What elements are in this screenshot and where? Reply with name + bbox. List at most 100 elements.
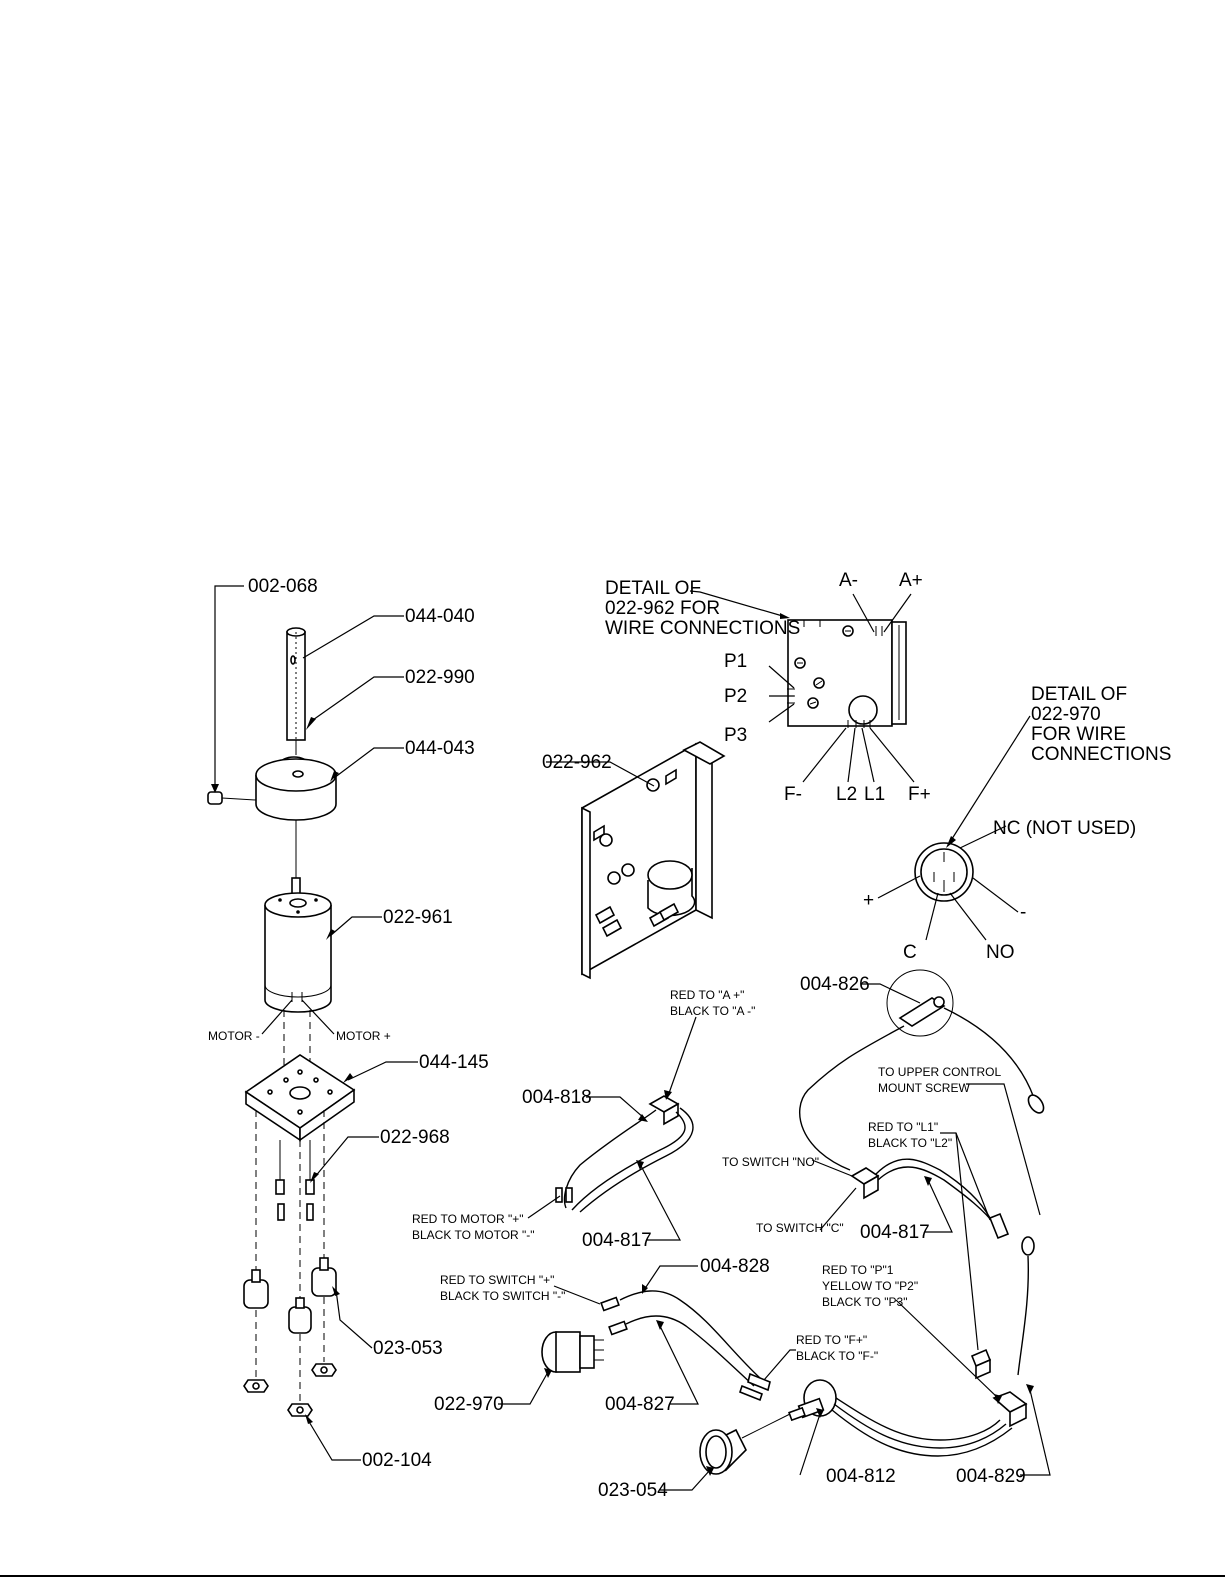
label-002-068: 002-068 xyxy=(248,576,318,597)
terminal-f-minus: F- xyxy=(784,784,802,805)
left-leaders xyxy=(211,585,418,1461)
board-detail-022-962 xyxy=(787,619,907,728)
leader-switch-no xyxy=(811,1159,853,1177)
leader-red-motor xyxy=(527,1195,561,1219)
label-023-053: 023-053 xyxy=(373,1338,443,1359)
label-044-145: 044-145 xyxy=(419,1052,489,1073)
leader-004-827 xyxy=(659,1325,699,1405)
switch-c: C xyxy=(903,942,917,963)
leader-004-829 xyxy=(1020,1389,1051,1476)
label-023-054: 023-054 xyxy=(598,1480,668,1501)
label-022-961: 022-961 xyxy=(383,907,453,928)
switch-minus: - xyxy=(1020,902,1026,923)
leader-004-818 xyxy=(586,1096,645,1119)
label-004-826: 004-826 xyxy=(800,974,870,995)
detail-board-title-1: DETAIL OF xyxy=(605,578,701,599)
leader-red-f xyxy=(763,1349,796,1381)
label-022-962: 022-962 xyxy=(542,752,612,773)
upper-control-line-2: MOUNT SCREW xyxy=(878,1081,970,1095)
red-switch-line-2: BLACK TO SWITCH "-" xyxy=(440,1289,565,1303)
detail-switch-title-2: 022-970 xyxy=(1031,704,1101,725)
motor-022-961-part xyxy=(264,877,332,1013)
detail-board-title-3: WIRE CONNECTIONS xyxy=(605,618,800,639)
label-004-828: 004-828 xyxy=(700,1256,770,1277)
red-l-line-2: BLACK TO "L2" xyxy=(868,1136,952,1150)
harness-004-828-part xyxy=(600,1290,771,1402)
plate-044-145-part xyxy=(244,1054,356,1142)
motor-assembly: 002-068 044-040 022-990 044-043 022-961 … xyxy=(207,576,489,1471)
leader-red-p xyxy=(895,1299,999,1399)
collar-044-043-part xyxy=(255,758,337,821)
label-044-040: 044-040 xyxy=(405,606,475,627)
pot-004-812-part xyxy=(788,1348,1028,1457)
label-044-043: 044-043 xyxy=(405,738,475,759)
detail-board-title-2: 022-962 FOR xyxy=(605,598,720,619)
red-f-line-1: RED TO "F+" xyxy=(796,1333,867,1347)
switch-no-label: TO SWITCH "NO" xyxy=(722,1155,819,1169)
leader-004-828 xyxy=(643,1265,698,1291)
detail-switch-title-3: FOR WIRE xyxy=(1031,724,1126,745)
label-022-970: 022-970 xyxy=(434,1394,504,1415)
label-004-812: 004-812 xyxy=(826,1466,896,1487)
switch-no: NO xyxy=(986,942,1015,963)
harness-004-826-part xyxy=(799,969,1045,1171)
red-p-line-2: YELLOW TO "P2" xyxy=(822,1279,918,1293)
leader-004-817b xyxy=(924,1179,953,1233)
terminal-a-minus: A- xyxy=(839,570,858,591)
label-022-968: 022-968 xyxy=(380,1127,450,1148)
board-022-962-part xyxy=(581,741,726,980)
set-screw-002-068-part xyxy=(207,791,257,805)
switch-detail-022-970 xyxy=(914,842,974,902)
leader-red-l-b xyxy=(955,1132,979,1351)
leader-004-817a xyxy=(639,1163,681,1241)
leader-023-054 xyxy=(660,1469,711,1491)
leader-red-switch xyxy=(553,1285,601,1305)
leader-004-826 xyxy=(862,983,921,1004)
terminal-f-plus: F+ xyxy=(908,784,931,805)
red-p-line-3: BLACK TO "P3" xyxy=(822,1295,907,1309)
red-a-line-1: RED TO "A +" xyxy=(670,988,744,1002)
terminal-p1: P1 xyxy=(724,651,747,672)
terminal-l2: L2 xyxy=(836,784,857,805)
red-p-line-1: RED TO "P"1 xyxy=(822,1263,894,1277)
label-004-817b: 004-817 xyxy=(860,1222,930,1243)
isolators-023-053-part xyxy=(243,1257,337,1334)
leader-switch-c xyxy=(819,1187,857,1231)
leader-022-970 xyxy=(498,1371,549,1405)
detail-switch-title-4: CONNECTIONS xyxy=(1031,744,1171,765)
board-detail-leaders xyxy=(689,590,915,783)
label-004-827: 004-827 xyxy=(605,1394,675,1415)
label-022-990: 022-990 xyxy=(405,667,475,688)
switch-nc: NC (NOT USED) xyxy=(993,818,1136,839)
upper-control-line-1: TO UPPER CONTROL xyxy=(878,1065,1001,1079)
label-motor-minus: MOTOR - xyxy=(208,1029,260,1043)
label-004-818: 004-818 xyxy=(522,1087,592,1108)
switch-plus: + xyxy=(863,890,874,911)
red-motor-line-1: RED TO MOTOR "+" xyxy=(412,1212,524,1226)
switch-c-label: TO SWITCH "C" xyxy=(756,1221,844,1235)
nuts-002-104-part xyxy=(243,1363,337,1417)
leader-022-962 xyxy=(546,761,655,787)
leader-red-a xyxy=(667,1016,697,1097)
terminal-l1: L1 xyxy=(864,784,885,805)
screws-022-968-part xyxy=(275,1140,315,1221)
detail-switch-title-1: DETAIL OF xyxy=(1031,684,1127,705)
label-004-829: 004-829 xyxy=(956,1466,1026,1487)
label-motor-plus: MOTOR + xyxy=(336,1029,391,1043)
knob-023-054-part xyxy=(699,1413,791,1475)
label-004-817a: 004-817 xyxy=(582,1230,652,1251)
red-l-line-1: RED TO "L1" xyxy=(868,1120,938,1134)
shaft-044-040-part xyxy=(286,627,306,741)
switch-detail-leaders xyxy=(877,715,1031,941)
terminal-a-plus: A+ xyxy=(899,570,923,591)
red-switch-line-1: RED TO SWITCH "+" xyxy=(440,1273,554,1287)
red-a-line-2: BLACK TO "A -" xyxy=(670,1004,755,1018)
harness-004-818-part xyxy=(555,1095,694,1213)
red-f-line-2: BLACK TO "F-" xyxy=(796,1349,878,1363)
leader-upper-control xyxy=(966,1083,1041,1216)
terminal-p3: P3 xyxy=(724,725,747,746)
leader-004-812 xyxy=(799,1413,821,1476)
switch-022-970-part xyxy=(541,1331,604,1373)
terminal-p2: P2 xyxy=(724,686,747,707)
